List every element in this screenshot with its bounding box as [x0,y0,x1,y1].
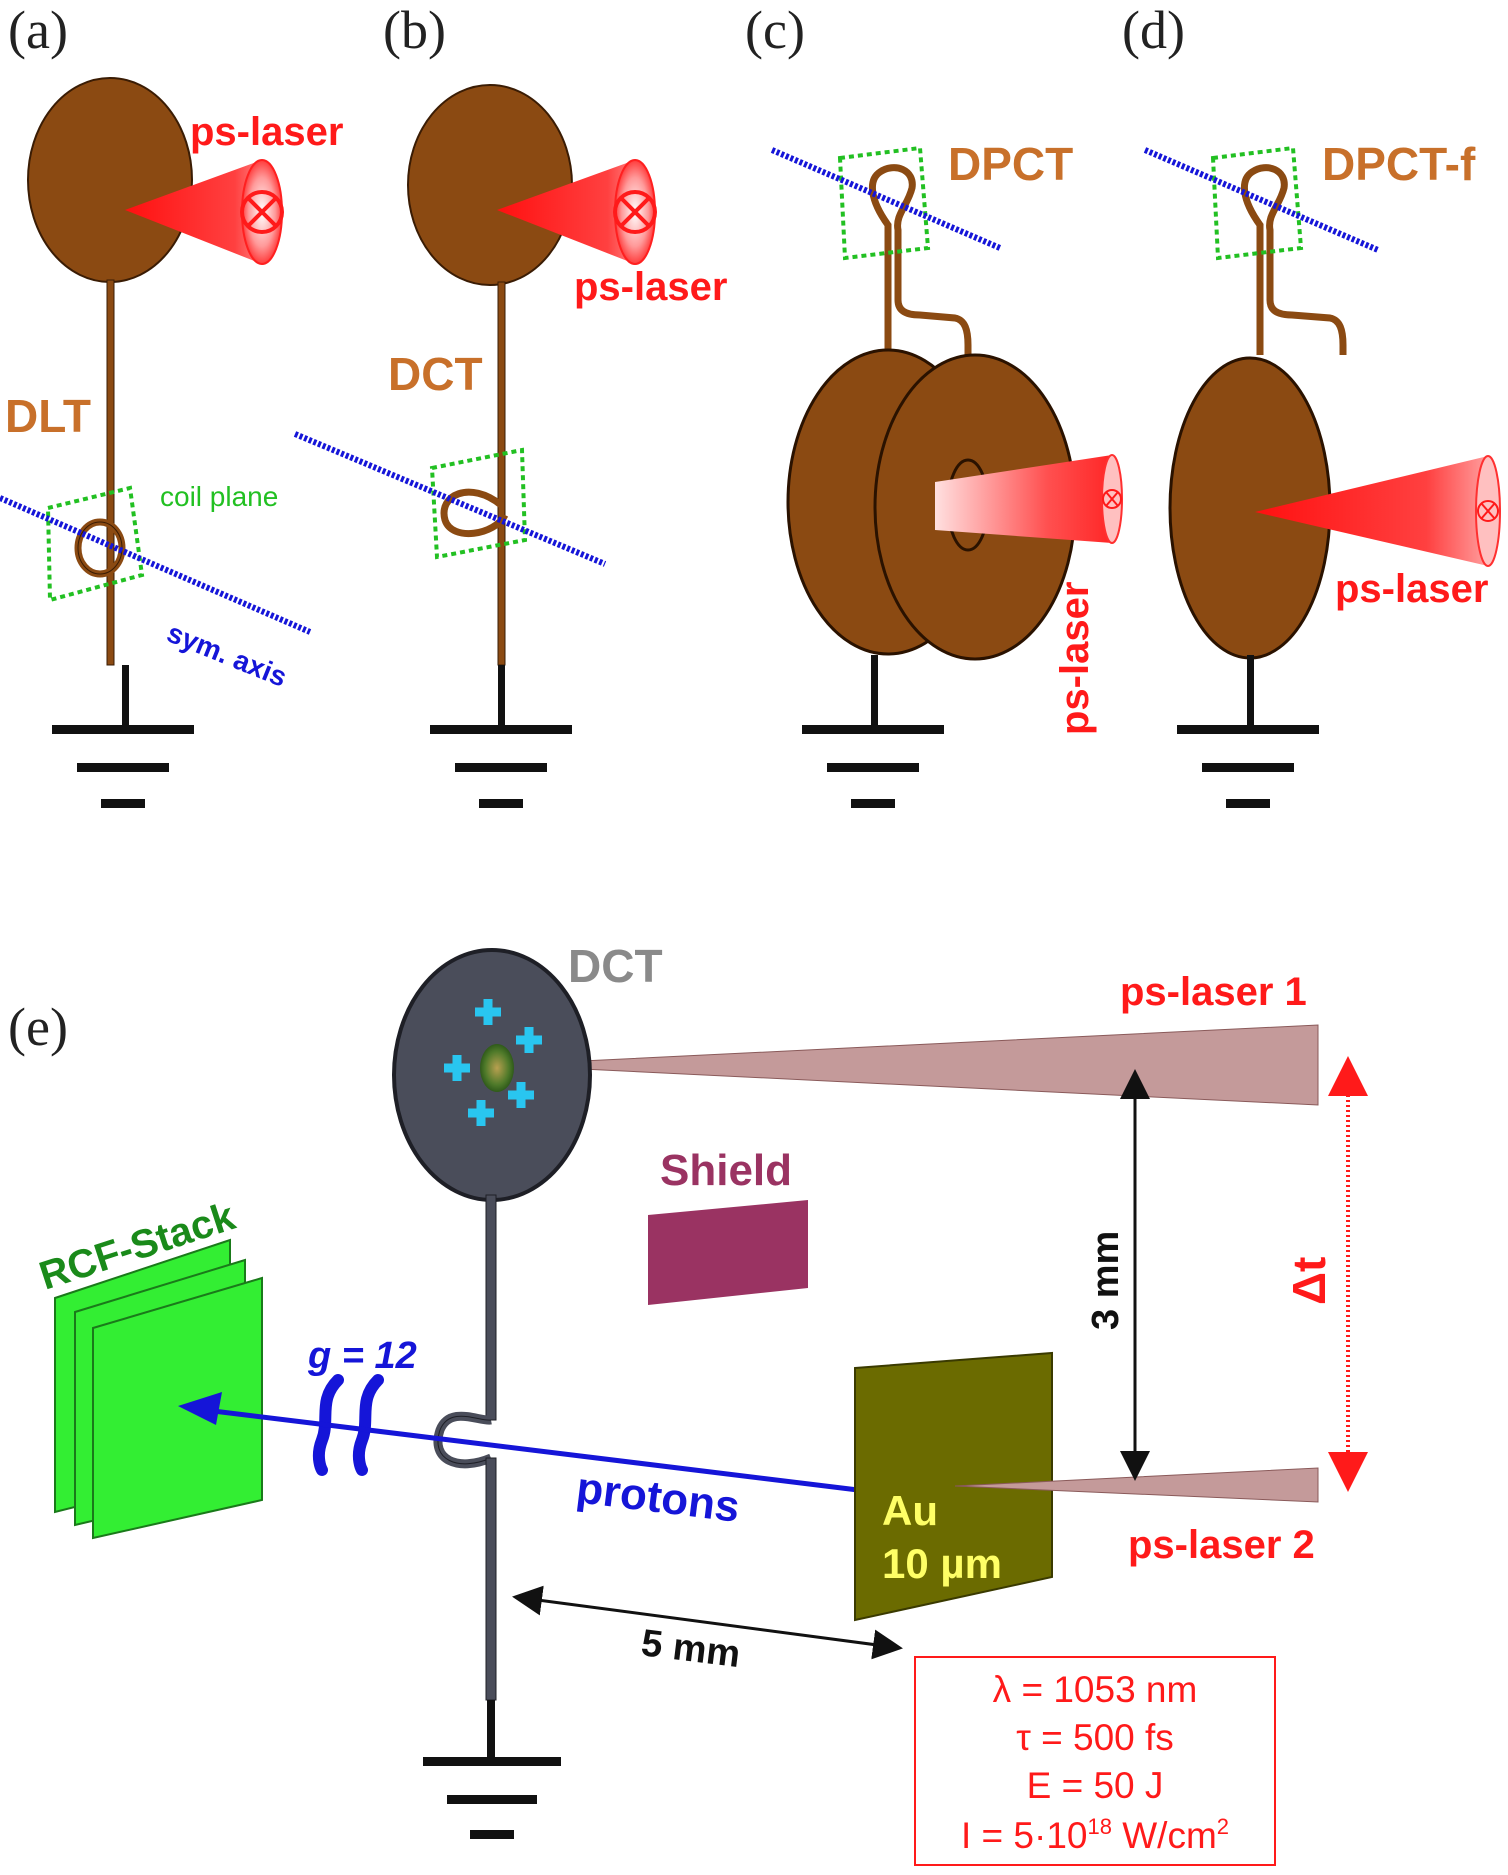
panel-a-tag: (a) [8,0,68,60]
target-disc-b [407,84,573,286]
proton-beam [204,1407,859,1493]
ground-icon-e [423,1700,561,1839]
ground-icon-a [52,665,194,808]
laser-beam-1 [499,1024,1319,1106]
target-disc-a [27,77,193,283]
laser-params-box [914,1656,1276,1866]
coil-plane-box-b [429,447,528,560]
ground-icon-b [430,665,572,808]
param-wavelength: λ = 1053 nm [993,1669,1198,1710]
proton-arrowhead [178,1392,222,1425]
laser-cone-d [1255,455,1501,567]
beam-direction-icon [613,190,657,234]
beam-direction-icon [1102,489,1122,509]
laser-cone-b [497,159,657,265]
beam-direction-icon [1477,500,1499,522]
beam-direction-icon [240,190,284,234]
distance-5mm-label: 5 mm [639,1622,743,1676]
gap-label: g = 12 [307,1335,417,1377]
target-label-b: DCT [388,348,483,400]
coil-wire-d [1240,164,1347,355]
panel-c-tag: (c) [745,0,805,60]
gap-break-icon [312,1374,384,1476]
laser-cone-c [935,454,1123,544]
target-label-d: DPCT-f [1322,138,1476,190]
shield-plate [648,1200,808,1305]
panel-b-tag: (b) [383,0,446,60]
foil-thickness: 10 µm [882,1540,1002,1587]
delay-label: Δt [1283,1257,1335,1305]
target-label-a: DLT [5,390,91,442]
laser-label-d: ps-laser [1335,567,1488,611]
laser-cone-a [125,159,284,265]
shield-label: Shield [660,1146,792,1195]
dct-wire-lower [485,1457,497,1701]
coil-wire-c [868,164,972,420]
panel-e: (e) DCT ps-laser 1 Shield [8,940,1368,1866]
panel-b: (b) ps-laser DCT [293,0,727,808]
stem-d [1247,655,1254,730]
sym-axis-label: sym. axis [163,617,292,693]
laser-label-a: ps-laser [190,110,343,154]
symmetry-axis-c [770,147,1002,251]
param-intensity: I = 5·1018 W/cm2 [961,1814,1229,1856]
target-label-c: DPCT [948,138,1073,190]
dct-wire-upper [485,1194,497,1421]
coil-plane-box-d [1210,145,1304,261]
distance-arrow-5mm [512,1585,903,1660]
panel-a: (a) ps-laser DLT coil plane sym. axis [0,0,343,808]
dct-label: DCT [568,940,663,992]
coil-loop-b [440,488,509,538]
foil-material: Au [882,1487,938,1534]
rcf-stack [54,1238,263,1540]
symmetry-axis-b [293,431,607,567]
panel-d: (d) DPCT-f ps-laser [1122,0,1501,808]
symmetry-axis-a [0,495,312,635]
plus-icons [444,999,542,1126]
coil-plane-box-c [837,145,931,261]
wire-b [497,281,506,666]
au-foil [854,1351,1053,1622]
symmetry-axis-d [1143,147,1380,253]
wire-a [106,279,115,666]
panel-e-tag: (e) [8,997,68,1057]
ground-icon-c [802,725,944,808]
ground-icon-d [1177,725,1319,808]
focal-spot [480,1044,514,1092]
param-duration: τ = 500 fs [1016,1717,1174,1758]
laser-label-b: ps-laser [574,265,727,309]
panel-d-tag: (d) [1122,0,1185,60]
laser1-label: ps-laser 1 [1120,970,1307,1014]
laser-label-c: ps-laser [1053,582,1097,735]
distance-3mm-label: 3 mm [1085,1231,1127,1330]
laser2-label: ps-laser 2 [1128,1523,1315,1567]
stem-c [871,655,878,730]
panel-c: (c) DPCT ps-laser [745,0,1123,808]
coil-plane-box-a [45,485,145,603]
param-energy: E = 50 J [1027,1765,1164,1806]
coil-plane-label: coil plane [160,481,278,512]
